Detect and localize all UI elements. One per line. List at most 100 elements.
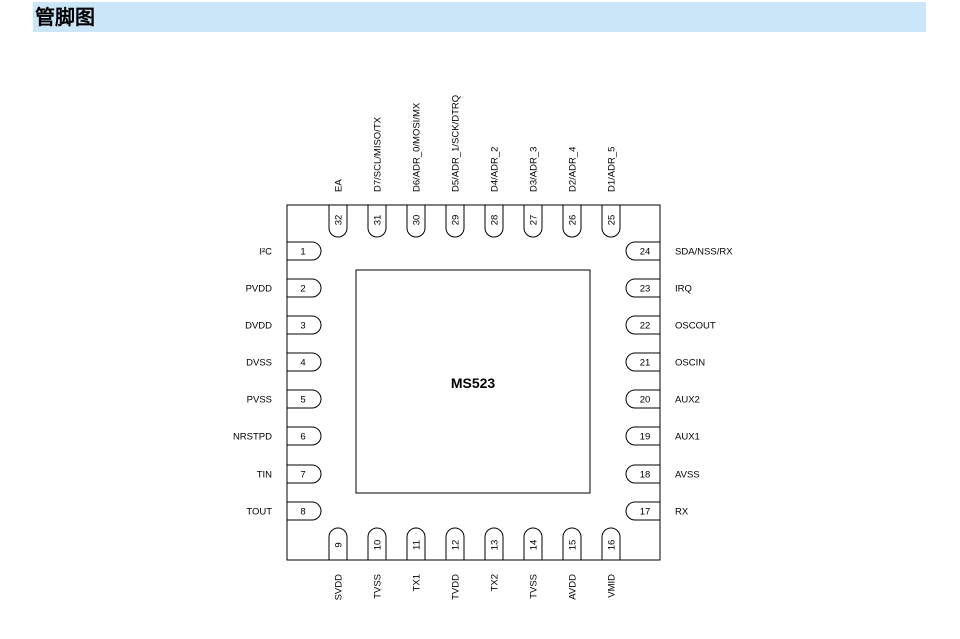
pin-label: D6/ADR_0/MOSI/MX [412,102,423,192]
pins-right-group: 24 SDA/NSS/RX 23 IRQ 22 OSCOUT 21 OSCIN 20 AUX2 19… [625,241,733,521]
pin-number: 2 [300,284,305,295]
pin-number: 24 [640,247,651,258]
pin-label: TVDD [451,574,462,600]
pin-shape-27 [523,205,543,238]
pin-number: 32 [334,215,345,226]
pin-number: 14 [529,540,540,551]
pin-label: OSCOUT [675,321,716,332]
pin-number: 10 [373,540,384,551]
pin-shape-8 [287,501,322,521]
pin-number: 31 [373,215,384,226]
pin-shape-4 [287,352,322,372]
pin-number: 3 [300,321,305,332]
page-title: 管脚图 [35,5,95,29]
pin-shape-32 [328,205,348,238]
pin-label: VMID [607,574,618,598]
pin-shape-28 [484,205,504,238]
pin-shape-18 [625,464,660,484]
pin-label: AUX1 [675,432,700,443]
pin-label: DVSS [246,358,272,369]
pin-shape-31 [367,205,387,238]
chip-die-pad [355,269,591,494]
pin-label: D7/SCL/MISO/TX [373,116,384,192]
pin-label: PVDD [246,284,273,295]
pin-number: 27 [529,215,540,226]
pin-number: 8 [300,507,305,518]
pin-shape-7 [287,464,322,484]
pin-shape-15 [562,527,582,560]
pin-shape-26 [562,205,582,238]
pin-label: SDA/NSS/RX [675,247,733,258]
pin-label: PVSS [247,395,272,406]
pin-number: 26 [568,215,579,226]
pin-label: RX [675,507,689,518]
section-header-bar: 管脚图 [33,2,926,32]
pin-shape-3 [287,315,322,335]
pin-number: 15 [568,540,579,551]
pin-label: IRQ [675,284,692,295]
pin-label: TX2 [490,574,501,591]
pin-number: 22 [640,321,651,332]
pin-number: 23 [640,284,651,295]
pin-number: 13 [490,540,501,551]
pin-label: AUX2 [675,395,700,406]
pin-shape-1 [287,241,322,261]
pin-shape-20 [625,389,660,409]
pin-label: EA [334,179,345,192]
pins-top-group: 32EA31D7/SCL/MISO/TX30D6/ADR_0/MOSI/MX29… [328,95,621,238]
pin-number: 16 [607,540,618,551]
pin-shape-21 [625,352,660,372]
pin-label: TX1 [412,574,423,591]
pin-number: 25 [607,215,618,226]
pin-label: D2/ADR_4 [568,147,579,192]
pin-label: TVSS [373,574,384,599]
pin-shape-9 [328,527,348,560]
chip-package-outline [286,204,661,561]
pin-number: 11 [412,540,423,550]
pin-number: 9 [334,542,345,547]
pin-label: D3/ADR_3 [529,147,540,192]
pin-number: 5 [300,395,305,406]
pin-number: 29 [451,215,462,226]
pin-shape-19 [625,426,660,446]
pin-shape-22 [625,315,660,335]
pin-label: NRSTPD [233,432,272,443]
pin-shape-17 [625,501,660,521]
pin-shape-2 [287,278,322,298]
pin-shape-12 [445,527,465,560]
pin-label: D4/ADR_2 [490,147,501,192]
pin-label: D5/ADR_1/SCK/DTRQ [451,95,462,192]
pin-number: 12 [451,540,462,551]
pin-number: 7 [300,470,305,481]
pin-shape-5 [287,389,322,409]
pin-number: 28 [490,215,501,226]
pin-label: TIN [257,470,272,481]
pin-number: 17 [640,507,651,518]
pin-shape-13 [484,527,504,560]
pin-shape-6 [287,426,322,446]
pin-label: DVDD [245,321,272,332]
pin-label: I²C [259,247,272,258]
pin-shape-16 [601,527,621,560]
pin-shape-29 [445,205,465,238]
pin-label: D1/ADR_5 [607,147,618,192]
pin-label: OSCIN [675,358,705,369]
pin-number: 20 [640,395,651,406]
pin-number: 19 [640,432,651,443]
pin-shape-23 [625,278,660,298]
pin-number: 1 [300,247,305,258]
pin-shape-30 [406,205,426,238]
pin-shape-25 [601,205,621,238]
pin-label: TOUT [246,507,272,518]
pin-label: AVSS [675,470,700,481]
pin-label: TVSS [529,574,540,599]
pin-shape-24 [625,241,660,261]
pin-number: 21 [640,358,651,369]
pin-number: 4 [300,358,305,369]
pin-label: AVDD [568,574,579,600]
pin-label: SVDD [334,574,345,601]
pin-number: 18 [640,470,651,481]
